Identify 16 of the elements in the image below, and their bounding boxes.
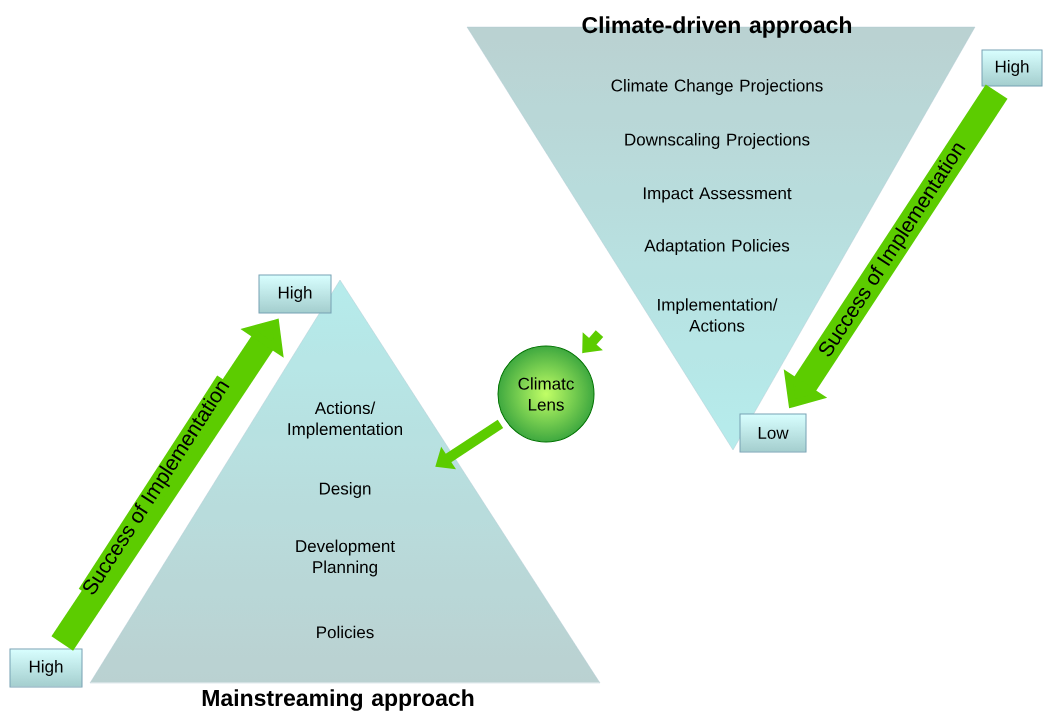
level-label: Impact Assessment xyxy=(643,187,792,203)
level-label: Downscaling Projections xyxy=(625,133,810,149)
level-label: Actions/ Implementation xyxy=(288,401,402,439)
level-box: Low xyxy=(739,413,807,453)
level-label: Climate Change Projections xyxy=(611,79,823,95)
level-box: High xyxy=(981,49,1043,87)
level-box: High xyxy=(258,274,332,314)
level-label: Development Planning xyxy=(296,539,395,577)
level-label: Implementation/ Actions xyxy=(658,298,778,332)
heading: Climate-driven approach xyxy=(582,16,852,38)
level-label: Policies xyxy=(317,625,374,639)
level-label: Adaptation Policies xyxy=(644,239,790,255)
arrow xyxy=(435,419,504,470)
heading: Mainstreaming approach xyxy=(202,689,474,711)
level-box: High xyxy=(9,648,83,688)
level-label: Design xyxy=(319,482,371,498)
